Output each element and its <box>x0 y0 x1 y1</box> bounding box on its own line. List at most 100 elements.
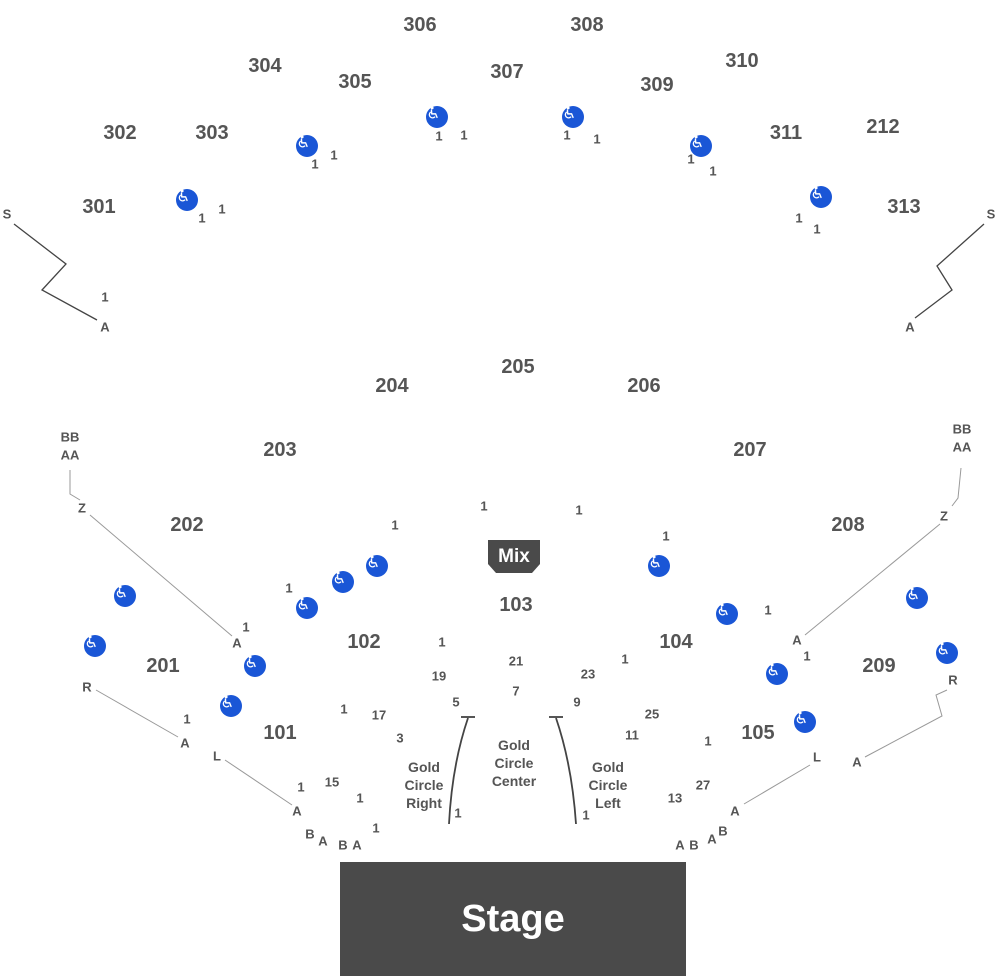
row-label-z-left: Z <box>78 500 86 516</box>
row-one: 1 <box>563 127 571 143</box>
section-212[interactable]: 212 <box>866 116 900 138</box>
section-302[interactable]: 302 <box>103 122 137 144</box>
section-310[interactable]: 310 <box>725 50 759 72</box>
mix-booth: Mix <box>488 540 540 574</box>
row-one: 1 <box>709 163 717 179</box>
row-one: 1 <box>687 151 695 167</box>
row-one: 1 <box>183 711 191 727</box>
wheelchair-icon <box>426 106 448 128</box>
row-label-aa-right: AA <box>952 439 972 455</box>
section-306[interactable]: 306 <box>403 14 437 36</box>
wheelchair-icon <box>794 711 816 733</box>
row-number: 15 <box>324 774 340 790</box>
stage: Stage <box>340 862 686 976</box>
section-209[interactable]: 209 <box>862 655 896 677</box>
row-number: 13 <box>667 790 683 806</box>
row-number: 23 <box>580 666 596 682</box>
section-308[interactable]: 308 <box>570 14 604 36</box>
wheelchair-icon <box>114 585 136 607</box>
section-204[interactable]: 204 <box>375 375 409 397</box>
wheelchair-icon <box>84 635 106 657</box>
row-label-a-101b: A <box>318 833 328 849</box>
section-202[interactable]: 202 <box>170 514 204 536</box>
section-101[interactable]: 101 <box>263 722 297 744</box>
wheelchair-icon <box>810 186 832 208</box>
row-one: 1 <box>435 128 443 144</box>
row-one: 1 <box>575 502 583 518</box>
row-one: 1 <box>803 648 811 664</box>
row-label-b-gcl: B <box>689 837 699 853</box>
section-103[interactable]: 103 <box>499 594 533 616</box>
row-label-r-left: R <box>82 679 92 695</box>
section-206[interactable]: 206 <box>627 375 661 397</box>
section-201[interactable]: 201 <box>146 655 180 677</box>
row-one: 1 <box>297 779 305 795</box>
row-label-a-201: A <box>180 735 190 751</box>
section-313[interactable]: 313 <box>887 196 921 218</box>
row-label-b-gcr: B <box>338 837 348 853</box>
row-one: 1 <box>454 805 462 821</box>
section-309[interactable]: 309 <box>640 74 674 96</box>
row-label-a-left: A <box>100 319 110 335</box>
section-205[interactable]: 205 <box>501 356 535 378</box>
right-aa-line <box>951 467 962 507</box>
left-aa-line <box>69 470 81 501</box>
wheelchair-icon <box>220 695 242 717</box>
row-label-s-left: S <box>2 206 12 222</box>
row-label-a-105: A <box>730 803 740 819</box>
wheelchair-icon <box>332 571 354 593</box>
row-one: 1 <box>101 289 109 305</box>
wheelchair-icon <box>936 642 958 664</box>
row-one: 1 <box>372 820 380 836</box>
row-label-b-101: B <box>305 826 315 842</box>
section-304[interactable]: 304 <box>248 55 282 77</box>
row-number: 5 <box>452 694 460 710</box>
row-label-a-202: A <box>232 635 242 651</box>
left-upper-bracket <box>13 223 98 321</box>
row-one: 1 <box>813 221 821 237</box>
left-z-a-line <box>89 514 233 637</box>
section-203[interactable]: 203 <box>263 439 297 461</box>
row-one: 1 <box>662 528 670 544</box>
row-one: 1 <box>593 131 601 147</box>
row-number: 27 <box>695 777 711 793</box>
section-208[interactable]: 208 <box>831 514 865 536</box>
row-one: 1 <box>330 147 338 163</box>
row-number: 11 <box>625 727 639 743</box>
left-l-a-line <box>224 759 293 806</box>
wheelchair-icon <box>562 106 584 128</box>
section-301[interactable]: 301 <box>82 196 116 218</box>
wheelchair-icon <box>716 603 738 625</box>
row-one: 1 <box>704 733 712 749</box>
right-l-a-line <box>743 764 811 805</box>
gold-circle-divider-right <box>555 717 577 825</box>
row-one: 1 <box>356 790 364 806</box>
right-upper-bracket <box>914 223 985 319</box>
section-105[interactable]: 105 <box>741 722 775 744</box>
row-label-a-right: A <box>905 319 915 335</box>
row-number: 9 <box>573 694 581 710</box>
section-305[interactable]: 305 <box>338 71 372 93</box>
row-label-a-208: A <box>792 632 802 648</box>
section-307[interactable]: 307 <box>490 61 524 83</box>
gold-circle-divider-left <box>448 717 469 825</box>
row-label-b-105: B <box>718 823 728 839</box>
section-311[interactable]: 311 <box>769 122 803 144</box>
row-label-l-right: L <box>813 749 821 765</box>
wheelchair-icon <box>690 135 712 157</box>
section-303[interactable]: 303 <box>195 122 229 144</box>
section-104[interactable]: 104 <box>659 631 693 653</box>
section-207[interactable]: 207 <box>733 439 767 461</box>
row-number: 3 <box>396 730 404 746</box>
wheelchair-icon <box>296 135 318 157</box>
mix-label: Mix <box>498 546 530 567</box>
section-102[interactable]: 102 <box>347 631 381 653</box>
row-one: 1 <box>311 156 319 172</box>
wheelchair-icon <box>766 663 788 685</box>
row-number: 25 <box>644 706 660 722</box>
